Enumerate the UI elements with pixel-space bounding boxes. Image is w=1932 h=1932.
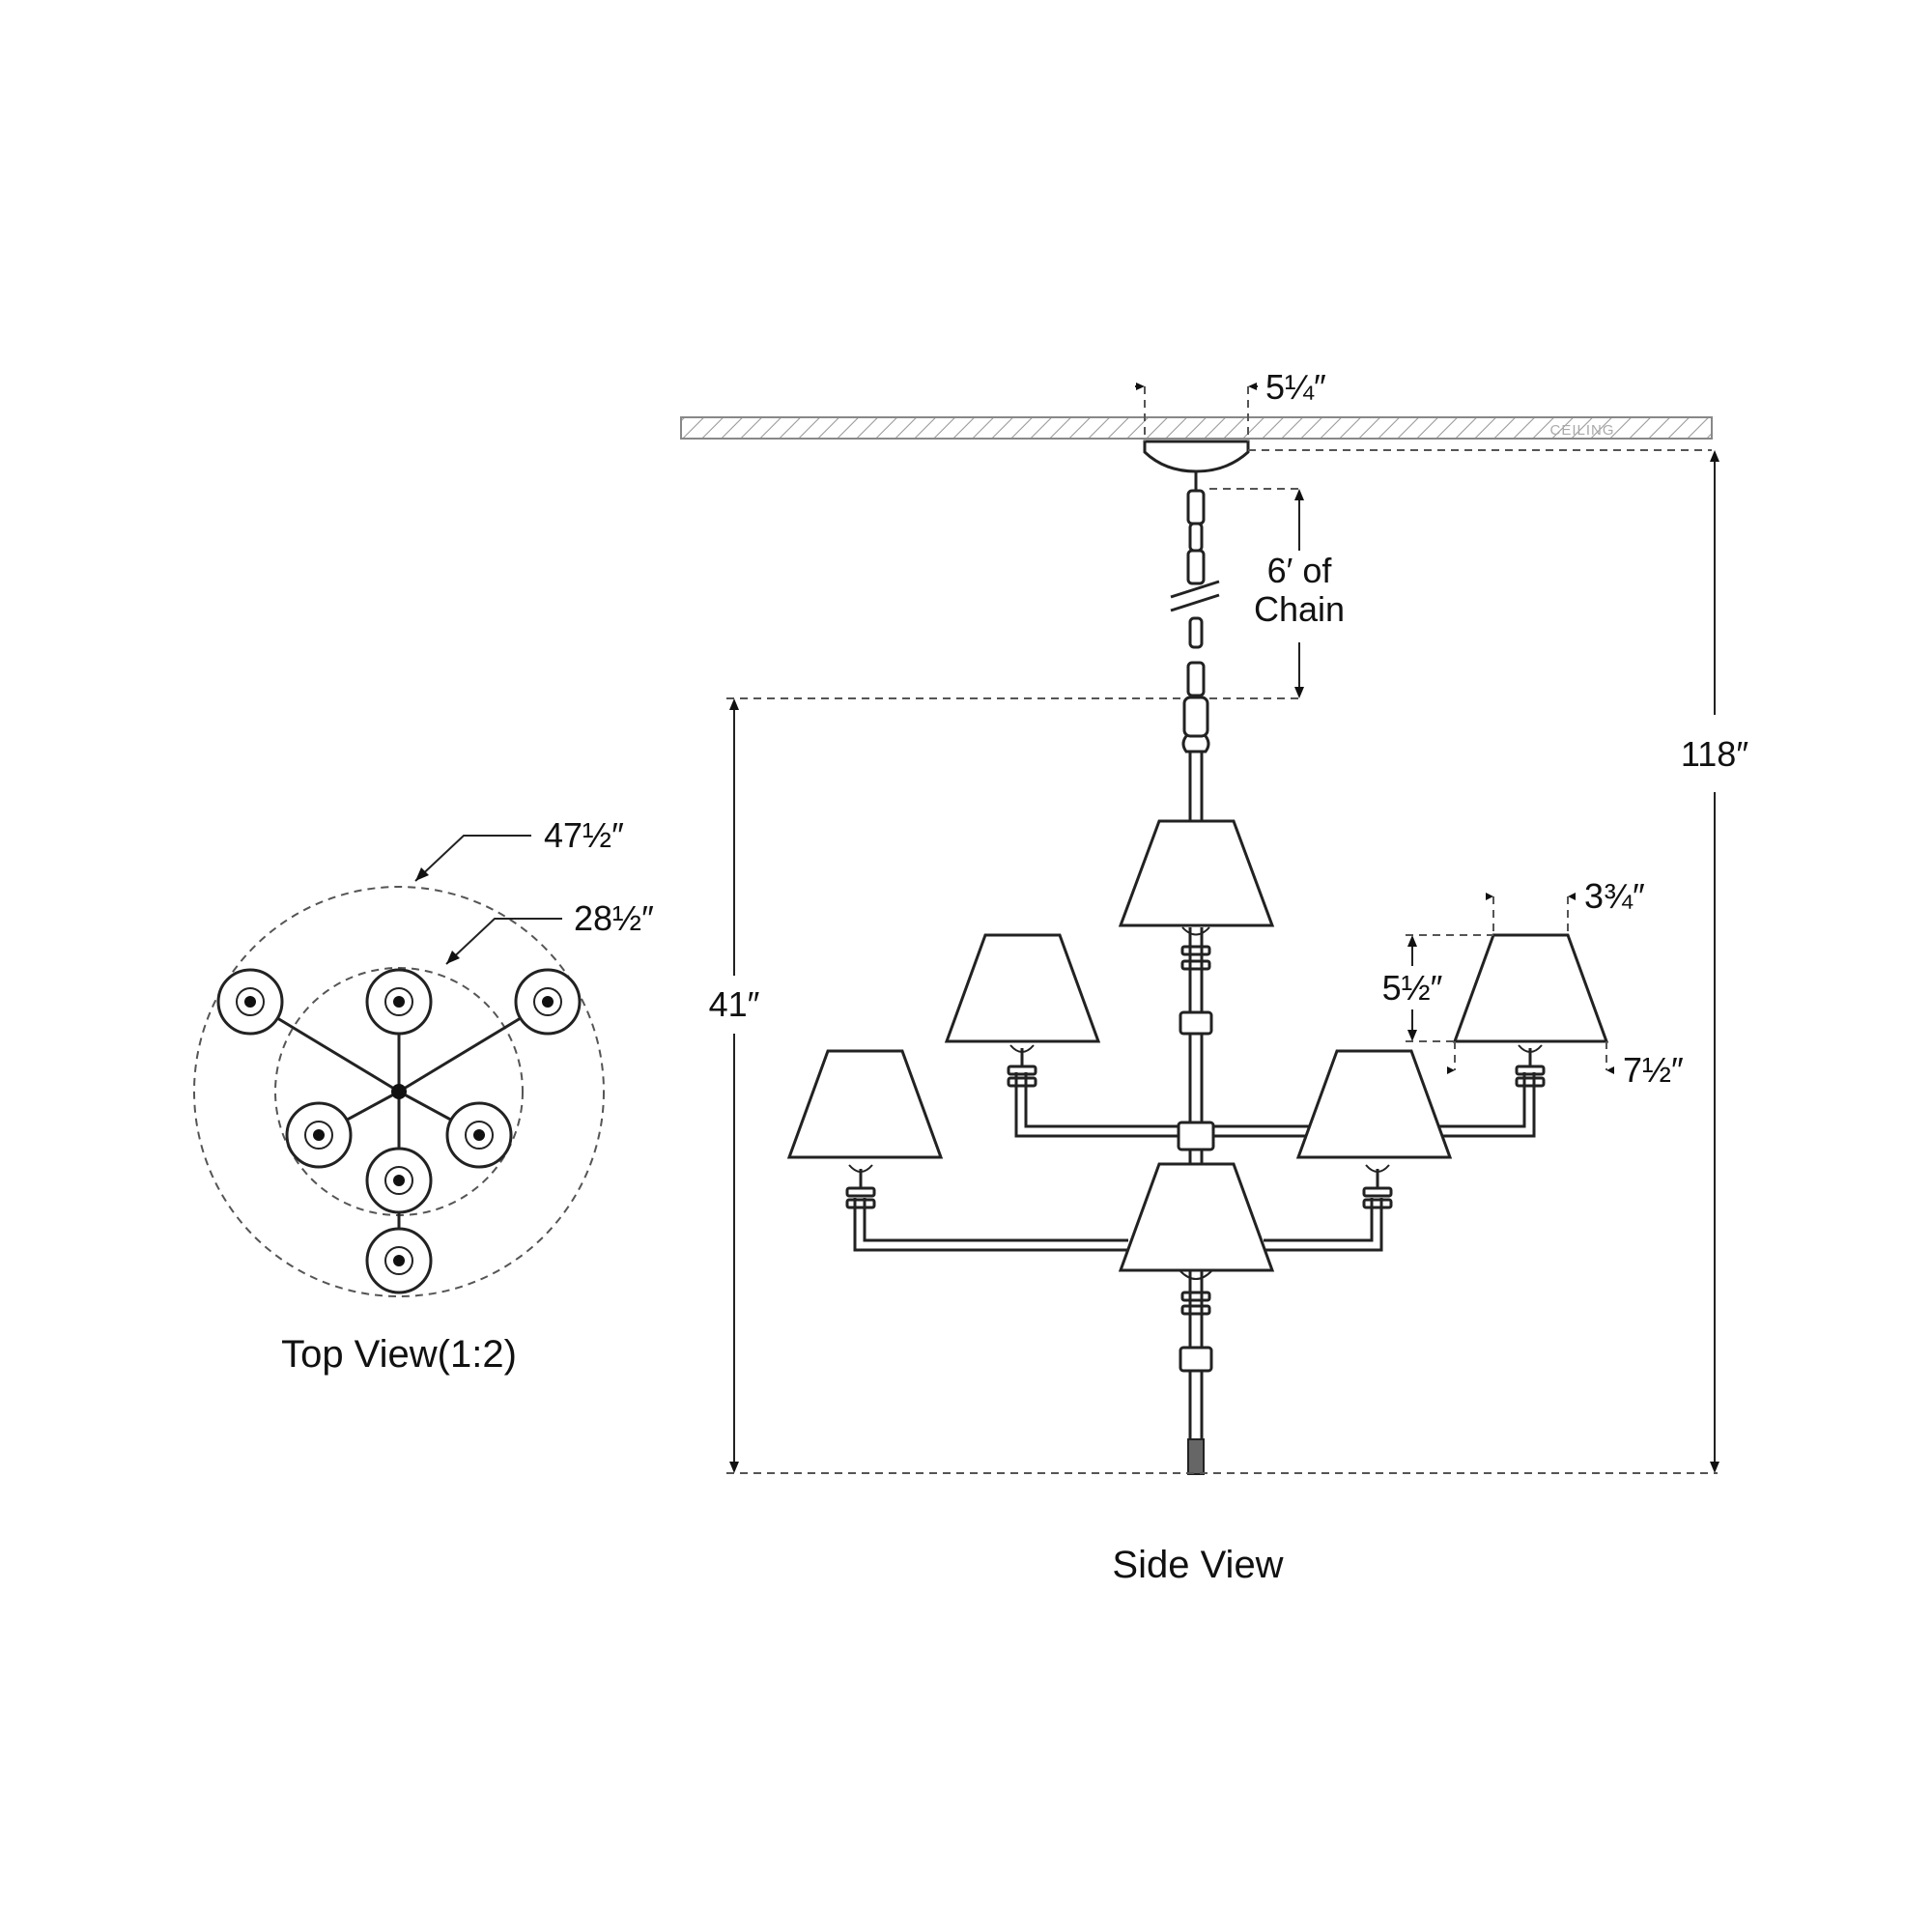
top-view-shade-5 (445, 1101, 513, 1169)
outer-diameter-label: 47½″ (544, 815, 624, 855)
shade-bottom-center (1118, 1162, 1275, 1272)
chain-label-line2: Chain (1254, 589, 1345, 629)
chain (1170, 471, 1220, 738)
inner-diameter-label: 28½″ (574, 898, 654, 938)
outer-diameter-circle (193, 886, 605, 1297)
shade-upper-right (1452, 933, 1609, 1043)
upper-arms (1007, 1048, 1546, 1138)
shade-bottom-label: 7½″ (1623, 1050, 1684, 1090)
chain-label-line1: 6′ of (1267, 551, 1333, 590)
top-view-shade-6 (365, 1147, 433, 1214)
sockets (848, 926, 1543, 1280)
inner-diameter-leader (445, 918, 562, 965)
shade-top-center (1118, 819, 1275, 927)
shade-top-label: 3¾″ (1584, 876, 1645, 916)
side-view-caption: Side View (1112, 1544, 1283, 1586)
top-view: 47½″ 28½″ Top View(1:2) (193, 815, 654, 1376)
overall-height-label: 118″ (1681, 734, 1748, 774)
fixture-height-label: 41″ (709, 984, 760, 1024)
ceiling-label: CEILING (1549, 422, 1614, 439)
top-view-shade-2 (365, 968, 433, 1036)
lower-arms (845, 1169, 1393, 1252)
shade-lower-right (1295, 1049, 1453, 1159)
top-view-shade-7 (365, 1227, 433, 1294)
shade-height-label: 5½″ (1382, 968, 1443, 1008)
canopy-width-label: 5¼″ (1265, 367, 1326, 407)
top-view-caption: Top View(1:2) (281, 1333, 517, 1376)
side-view: CEILING 5¼″ 6′ of Chain (680, 367, 1748, 1586)
outer-diameter-leader (414, 835, 531, 882)
central-stem (1177, 735, 1215, 1475)
top-view-hub (391, 1084, 407, 1099)
top-view-shade-3 (514, 968, 582, 1036)
ceiling-band (680, 416, 1713, 440)
canopy (1143, 440, 1250, 473)
shade-upper-left (944, 933, 1101, 1043)
top-view-shade-4 (285, 1101, 353, 1169)
shade-lower-left (786, 1049, 944, 1159)
top-view-shade-1 (216, 968, 284, 1036)
